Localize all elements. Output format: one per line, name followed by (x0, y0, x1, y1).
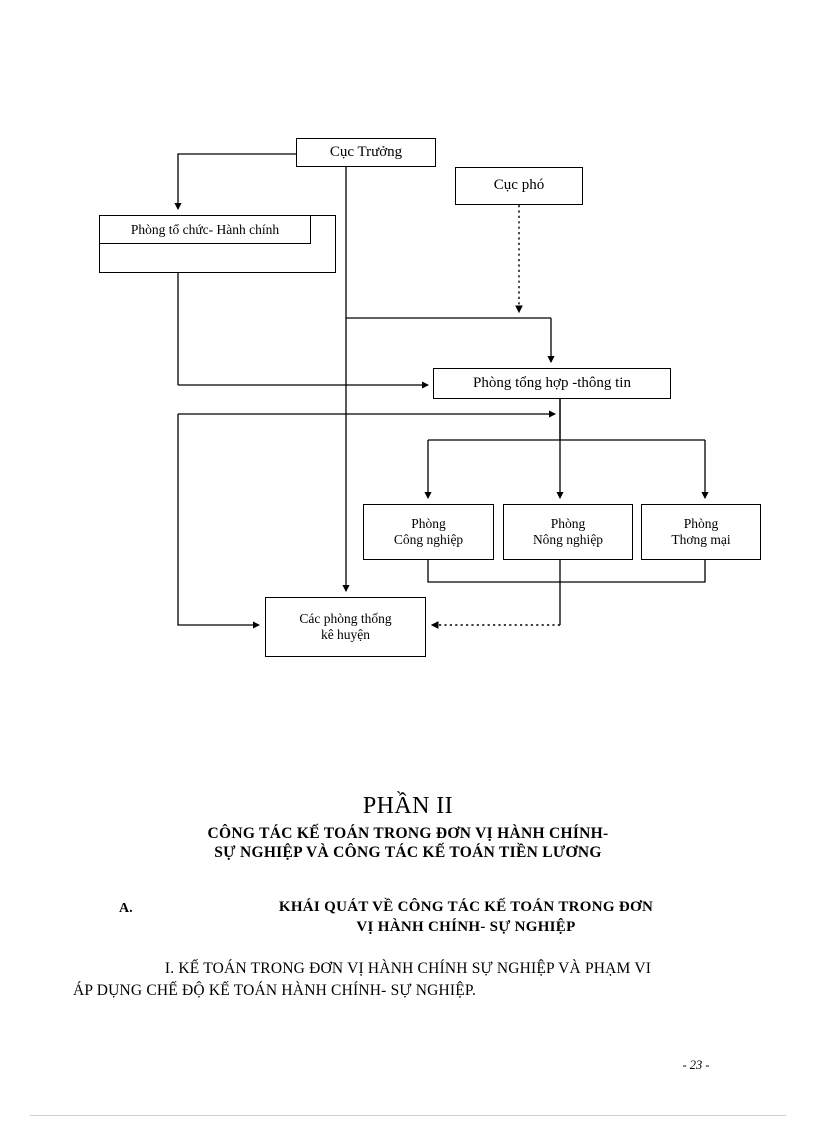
node-phong-cong-nghiep-label-line1: Phòng (411, 516, 446, 532)
subsection-line-1: I. KẾ TOÁN TRONG ĐƠN VỊ HÀNH CHÍNH SỰ NG… (164, 960, 652, 977)
node-phong-thuong-mai-label-line2: Thơng mại (671, 532, 731, 547)
part-title-line-2: SỰ NGHIỆP VÀ CÔNG TÁC KẾ TOÁN TIỀN LƯƠNG (214, 844, 602, 861)
node-phong-to-chuc-label: Phòng tổ chức- Hành chính (130, 221, 280, 237)
footer-divider (30, 1115, 786, 1116)
node-phong-tong-hop-label: Phòng tổng hợp -thông tin (473, 374, 631, 391)
org-chart-connectors (174, 153, 709, 629)
part-heading: PHẦN II (362, 793, 454, 819)
part-title-line-1: CÔNG TÁC KẾ TOÁN TRONG ĐƠN VỊ HÀNH CHÍNH… (207, 825, 609, 842)
node-cuc-truong[interactable]: Cục Trưởng (296, 138, 436, 167)
node-phong-cong-nghiep[interactable]: Phòng Công nghiệp (363, 504, 494, 560)
node-thong-ke-huyen-label-line2: kê huyện (320, 627, 371, 642)
section-title-line-1: KHÁI QUÁT VỀ CÔNG TÁC KẾ TOÁN TRONG ĐƠN (278, 899, 654, 915)
node-thong-ke-huyen-label-line1: Các phòng thống (299, 611, 392, 627)
subsection-line-2: ÁP DỤNG CHẾ ĐỘ KẾ TOÁN HÀNH CHÍNH- SỰ NG… (73, 982, 477, 999)
node-cac-phong-thong-ke-huyen[interactable]: Các phòng thống kê huyện (265, 597, 426, 657)
node-cuc-pho-label: Cục phó (493, 177, 545, 194)
section-title-line-2: VỊ HÀNH CHÍNH- SỰ NGHIỆP (356, 919, 576, 935)
node-phong-cong-nghiep-label-line2: Công nghiệp (393, 532, 464, 547)
node-phong-nong-nghiep[interactable]: Phòng Nông nghiệp (503, 504, 633, 560)
node-phong-tong-hop-thong-tin[interactable]: Phòng tổng hợp -thông tin (433, 368, 671, 399)
edge-cuctruong-tochuc (174, 153, 296, 211)
edge-depts-return-bus (427, 560, 706, 583)
node-cuc-pho[interactable]: Cục phó (455, 167, 583, 205)
section-letter: A. (119, 901, 133, 916)
node-phong-thuong-mai[interactable]: Phòng Thơng mại (641, 504, 761, 560)
node-phong-nong-nghiep-label-line2: Nông nghiệp (532, 532, 604, 547)
org-chart-diagram: Cục Trưởng Cục phó Phòng tổ chức- Hành c… (99, 138, 761, 657)
node-phong-to-chuc-hanh-chinh[interactable]: Phòng tổ chức- Hành chính (99, 215, 311, 244)
node-cuc-truong-label: Cục Trưởng (329, 143, 403, 160)
node-phong-thuong-mai-label-line1: Phòng (683, 516, 719, 532)
page-number: - 23 - (682, 1058, 710, 1072)
node-phong-nong-nghiep-label-line1: Phòng (550, 516, 586, 532)
edge-left-vertical (177, 414, 261, 629)
